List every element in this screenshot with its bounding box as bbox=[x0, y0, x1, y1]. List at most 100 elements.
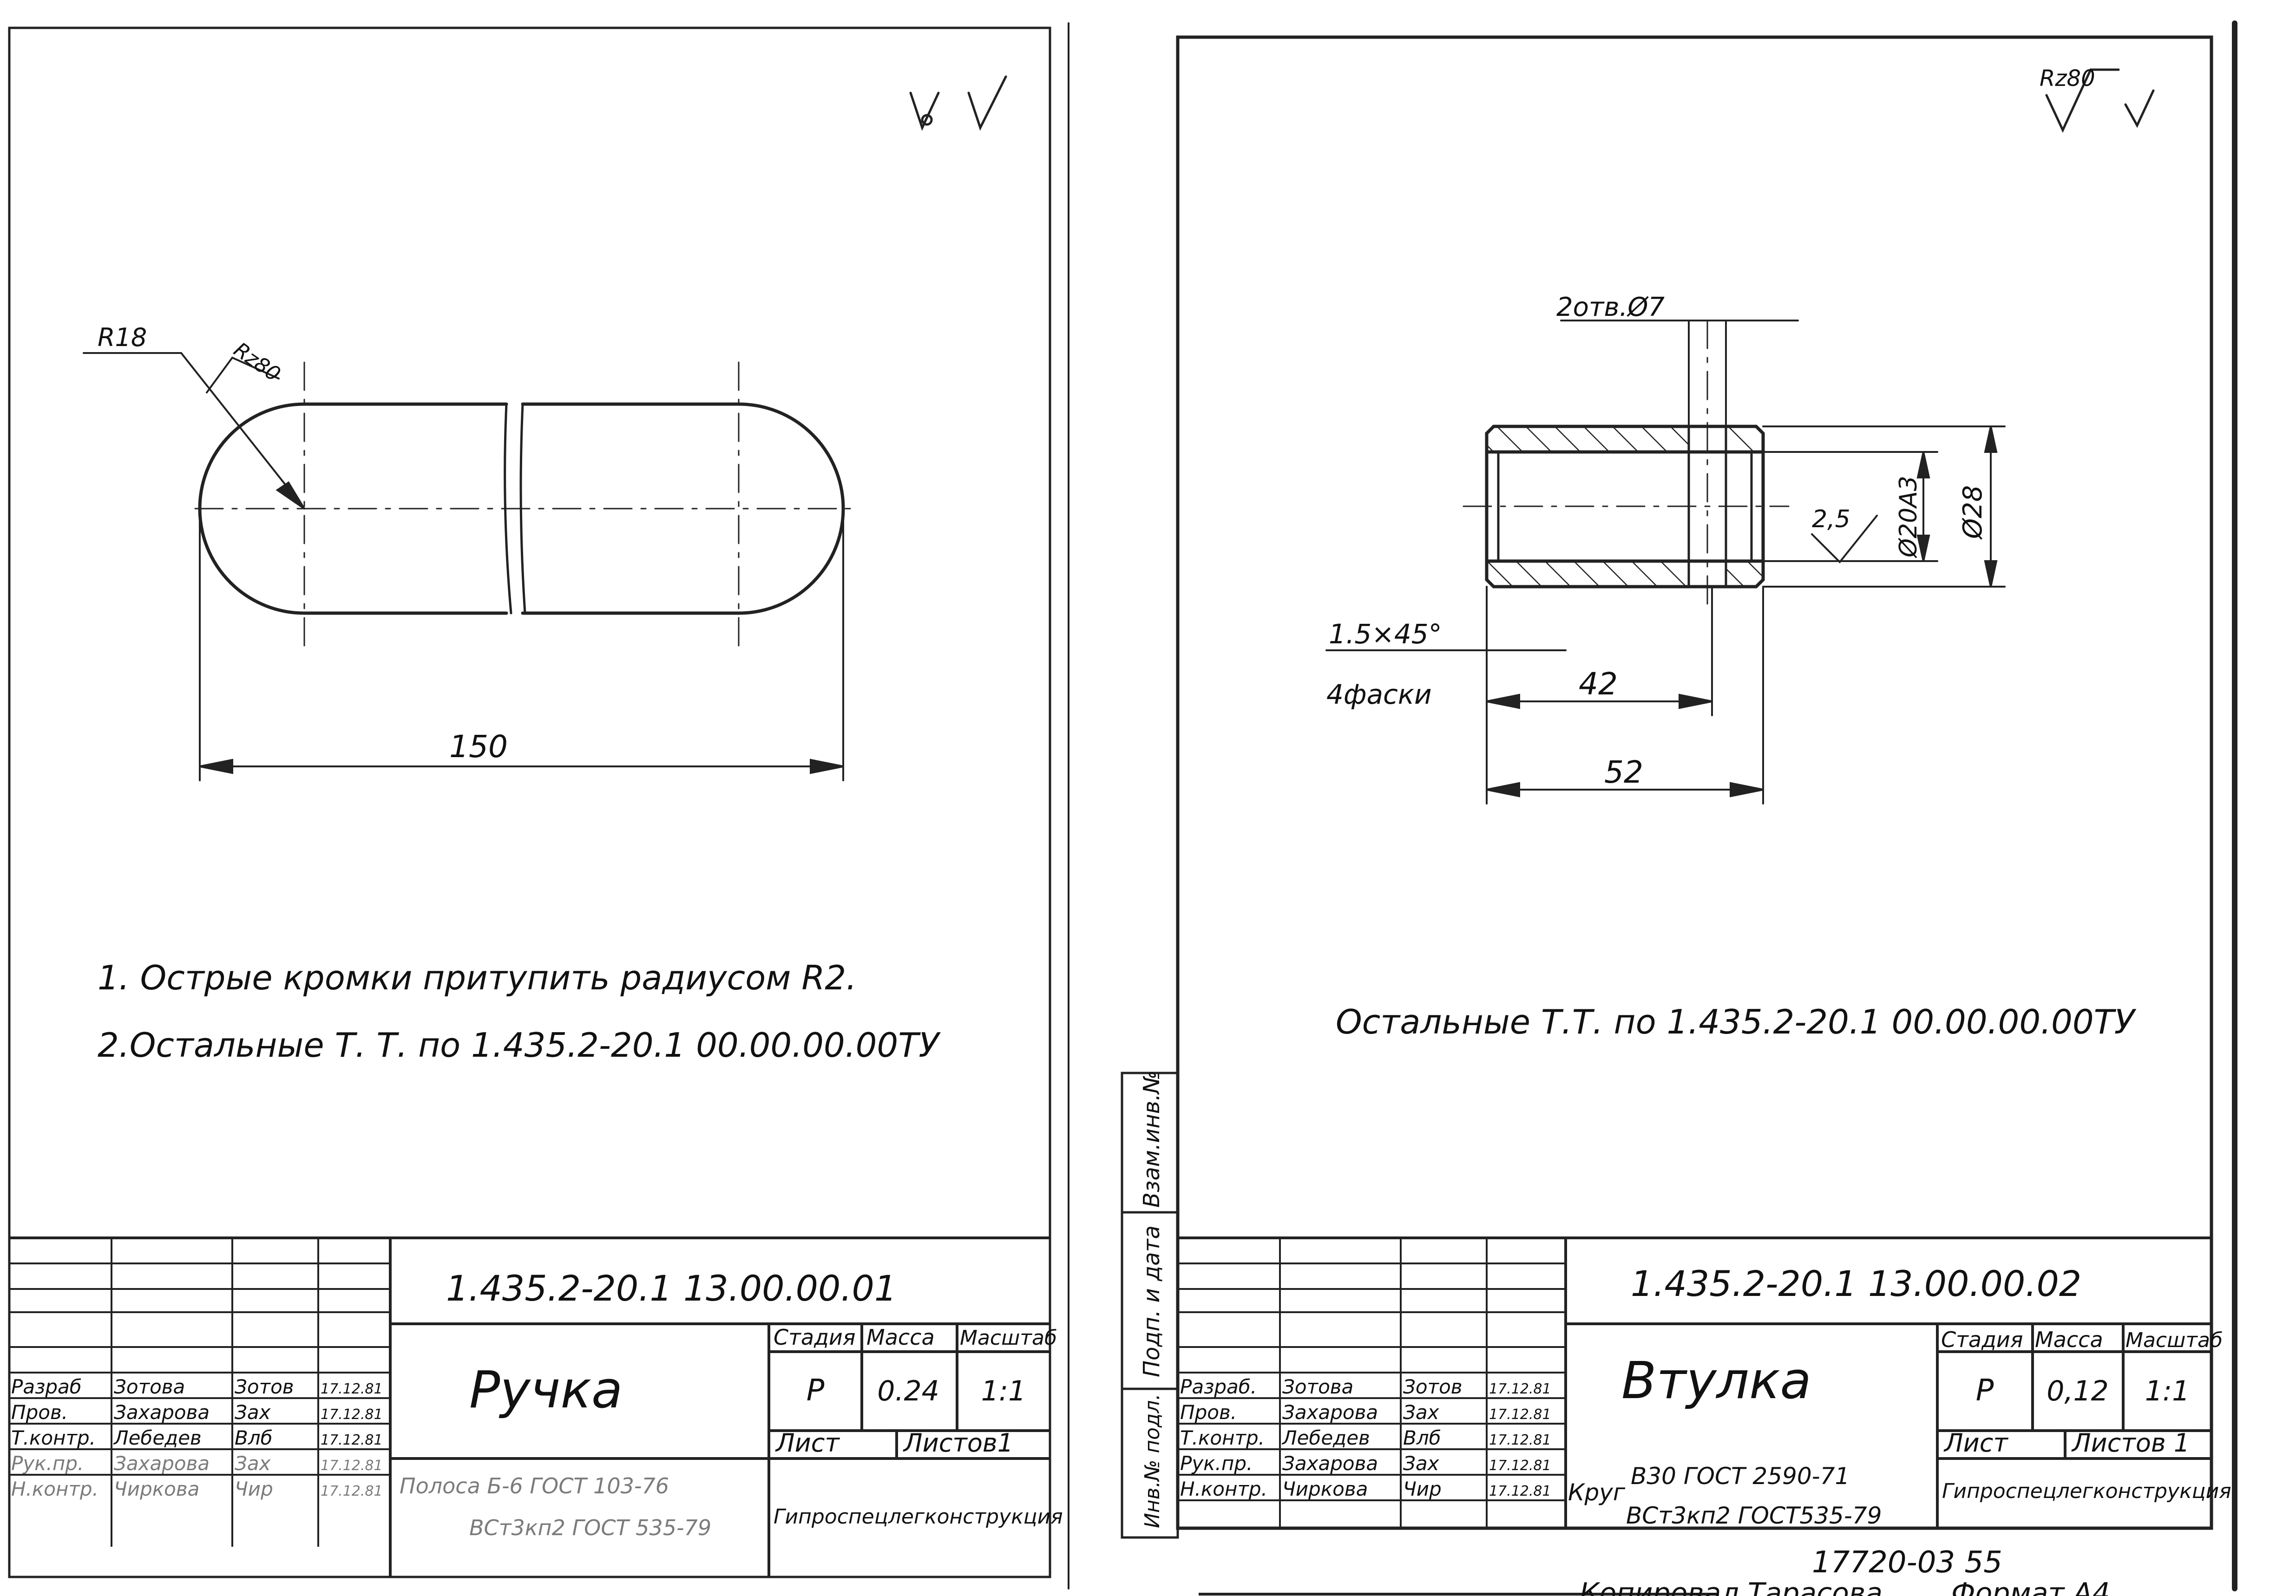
svg-text:17.12.81: 17.12.81 bbox=[1489, 1406, 1551, 1423]
svg-text:Н.контр.: Н.контр. bbox=[1180, 1478, 1267, 1500]
svg-text:Разраб: Разраб bbox=[11, 1375, 82, 1398]
right-dim-inner-diameter: Ø20А3 bbox=[1895, 476, 1922, 558]
svg-text:Захарова: Захарова bbox=[1282, 1401, 1378, 1424]
left-header-scale: Масштаб bbox=[960, 1326, 1057, 1350]
svg-text:17.12.81: 17.12.81 bbox=[321, 1381, 383, 1397]
archive-number: 17720-03 55 bbox=[1812, 1545, 2002, 1580]
left-header-stage: Стадия bbox=[774, 1325, 855, 1350]
svg-text:Разраб.: Разраб. bbox=[1180, 1375, 1257, 1398]
left-sheets-label: Листов1 bbox=[903, 1428, 1013, 1458]
handle-drawing bbox=[83, 75, 1007, 781]
svg-text:Зотова: Зотова bbox=[114, 1375, 185, 1398]
right-scale: 1:1 bbox=[2145, 1375, 2190, 1407]
bottom-format: Формат А4 bbox=[1951, 1577, 2110, 1596]
svg-text:Зотова: Зотова bbox=[1282, 1375, 1353, 1398]
handle-outline bbox=[198, 402, 845, 615]
svg-text:Чиркова: Чиркова bbox=[114, 1478, 199, 1500]
right-sheets-label: Листов 1 bbox=[2071, 1428, 2190, 1458]
svg-text:Т.контр.: Т.контр. bbox=[11, 1426, 96, 1449]
svg-text:17.12.81: 17.12.81 bbox=[321, 1458, 383, 1474]
svg-text:Зах: Зах bbox=[1403, 1452, 1440, 1475]
svg-text:Чир: Чир bbox=[1403, 1478, 1442, 1500]
right-side-strip bbox=[1121, 1072, 1179, 1539]
svg-text:17.12.81: 17.12.81 bbox=[1489, 1458, 1551, 1474]
svg-text:Лебедев: Лебедев bbox=[1281, 1426, 1370, 1449]
svg-text:Зах: Зах bbox=[235, 1401, 271, 1424]
right-material-1: В30 ГОСТ 2590-71 bbox=[1631, 1463, 1850, 1490]
right-sheet-border bbox=[1176, 35, 2213, 1530]
left-material-2: ВСт3кп2 ГОСТ 535-79 bbox=[469, 1515, 711, 1540]
bushing-drawing bbox=[1325, 68, 2155, 805]
side-label-replaced: Взам.инв.№ bbox=[1139, 1071, 1165, 1208]
right-dim-52: 52 bbox=[1604, 754, 1643, 790]
right-mass: 0,12 bbox=[2047, 1375, 2109, 1407]
right-stage: Р bbox=[1976, 1374, 1994, 1408]
svg-text:Захарова: Захарова bbox=[114, 1452, 210, 1475]
svg-text:Влб: Влб bbox=[1403, 1426, 1441, 1449]
side-label-sign-date: Подп. и дата bbox=[1139, 1225, 1165, 1377]
left-dim-rz: Rz80 bbox=[230, 338, 285, 386]
svg-text:Захарова: Захарова bbox=[114, 1401, 210, 1424]
right-header-scale: Масштаб bbox=[2125, 1328, 2223, 1352]
left-stage: Р bbox=[807, 1374, 825, 1408]
right-header-stage: Стадия bbox=[1941, 1327, 2023, 1352]
handle-dimension-lines bbox=[83, 352, 844, 781]
svg-text:Чиркова: Чиркова bbox=[1282, 1478, 1368, 1500]
svg-text:Зах: Зах bbox=[1403, 1401, 1440, 1424]
side-label-inventory: Инв.№ подл. bbox=[1141, 1393, 1164, 1528]
right-material-prefix: Круг bbox=[1568, 1479, 1626, 1506]
left-header-mass: Масса bbox=[866, 1325, 935, 1350]
right-dim-outer-diameter: Ø28 bbox=[1958, 485, 1988, 540]
bottom-copied-by: Копировал Тарасова bbox=[1580, 1577, 1883, 1596]
left-organization: Гипроспецлегконструкция bbox=[774, 1505, 1063, 1529]
left-scale: 1:1 bbox=[981, 1375, 1026, 1407]
left-note-1: 1. Острые кромки притупить радиусом R2. bbox=[98, 958, 857, 997]
svg-text:Н.контр.: Н.контр. bbox=[11, 1478, 98, 1500]
right-sheet-label: Лист bbox=[1943, 1428, 2008, 1458]
svg-text:17.12.81: 17.12.81 bbox=[321, 1483, 383, 1499]
svg-text:Зах: Зах bbox=[235, 1452, 271, 1475]
right-doc-number: 1.435.2-20.1 13.00.00.02 bbox=[1631, 1263, 2081, 1304]
svg-text:Зотов: Зотов bbox=[235, 1375, 294, 1398]
left-material-1: Полоса Б-6 ГОСТ 103-76 bbox=[400, 1473, 669, 1498]
left-dim-radius: R18 bbox=[98, 323, 147, 352]
right-dim-chamfer: 1.5×45° bbox=[1329, 618, 1442, 650]
right-dim-42: 42 bbox=[1579, 666, 1618, 702]
svg-text:17.12.81: 17.12.81 bbox=[1489, 1432, 1551, 1448]
left-doc-number: 1.435.2-20.1 13.00.00.01 bbox=[446, 1268, 897, 1309]
right-part-name: Втулка bbox=[1621, 1351, 1811, 1410]
left-note-2: 2.Остальные Т. Т. по 1.435.2-20.1 00.00.… bbox=[98, 1026, 941, 1065]
left-part-name: Ручка bbox=[469, 1360, 623, 1419]
svg-text:Влб: Влб bbox=[235, 1426, 273, 1449]
bushing-outline bbox=[1485, 425, 1765, 589]
svg-text:Захарова: Захарова bbox=[1282, 1452, 1378, 1475]
svg-text:Рук.пр.: Рук.пр. bbox=[1180, 1452, 1253, 1475]
svg-text:17.12.81: 17.12.81 bbox=[1489, 1483, 1551, 1499]
right-note: Остальные Т.Т. по 1.435.2-20.1 00.00.00.… bbox=[1336, 1002, 2137, 1041]
left-dim-length: 150 bbox=[449, 729, 508, 765]
bushing-centerlines bbox=[1463, 320, 1790, 605]
svg-text:17.12.81: 17.12.81 bbox=[1489, 1381, 1551, 1397]
right-title-block bbox=[1178, 1236, 2211, 1528]
svg-text:Зотов: Зотов bbox=[1403, 1375, 1463, 1398]
right-roughness-mark: Rz80 bbox=[2040, 65, 2095, 92]
svg-text:17.12.81: 17.12.81 bbox=[321, 1406, 383, 1423]
bushing-dimension-lines bbox=[1325, 320, 2006, 805]
right-header-mass: Масса bbox=[2035, 1327, 2103, 1352]
left-sheet-label: Лист bbox=[775, 1428, 840, 1458]
right-dim-roughness-inner: 2,5 bbox=[1812, 505, 1850, 533]
left-sheet-border bbox=[8, 26, 1051, 1578]
right-signature-rows: Разраб. Зотова Зотов 17.12.81 Пров. Заха… bbox=[1180, 1375, 1551, 1500]
svg-text:Пров.: Пров. bbox=[11, 1401, 68, 1424]
svg-text:Чир: Чир bbox=[235, 1478, 273, 1500]
right-material-2: ВСт3кп2 ГОСТ535-79 bbox=[1626, 1502, 1882, 1529]
svg-text:Т.контр.: Т.контр. bbox=[1180, 1426, 1265, 1449]
left-mass: 0.24 bbox=[877, 1375, 939, 1407]
left-signature-rows: Разраб Зотова Зотов 17.12.81 Пров. Захар… bbox=[11, 1375, 383, 1500]
left-title-block bbox=[9, 1236, 1050, 1577]
svg-text:Лебедев: Лебедев bbox=[113, 1426, 202, 1449]
right-organization: Гипроспецлегконструкция bbox=[1942, 1479, 2231, 1503]
right-dim-chamfer-note: 4фаски bbox=[1326, 679, 1432, 710]
right-dim-holes: 2отв.Ø7 bbox=[1556, 292, 1665, 322]
